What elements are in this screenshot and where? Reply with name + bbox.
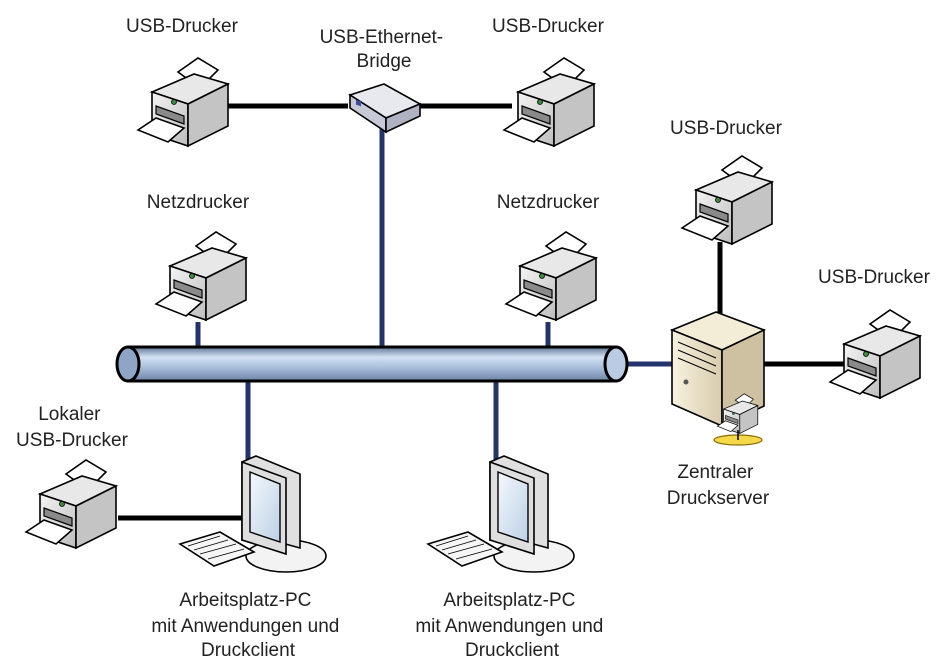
workstation-icon <box>179 455 327 573</box>
network-backbone <box>115 345 629 383</box>
printer-icon <box>503 57 595 147</box>
server-icon <box>669 311 767 446</box>
label-print-server: Zentraler Druckserver <box>667 462 770 509</box>
printer-icon <box>829 309 921 399</box>
label-workstation-right: Arbeitsplatz-PC mit Anwendungen und Druc… <box>415 590 608 658</box>
label-network-printer-left: Netzdrucker <box>147 192 250 213</box>
printer-icon <box>155 231 247 321</box>
label-local-usb-printer: Lokaler USB-Drucker <box>16 404 129 451</box>
printer-icon <box>505 231 597 321</box>
printer-icon <box>681 155 773 245</box>
label-bridge: USB-Ethernet- Bridge <box>320 27 449 72</box>
label-usb-printer-top-left: USB-Drucker <box>126 16 239 37</box>
printer-icon <box>137 57 229 147</box>
label-usb-printer-server-top: USB-Drucker <box>670 118 783 139</box>
workstation-icon <box>427 455 575 573</box>
printer-icon <box>25 459 117 549</box>
label-usb-printer-server-right: USB-Drucker <box>818 267 931 288</box>
usb-ethernet-bridge-icon <box>348 83 422 134</box>
label-workstation-left: Arbeitsplatz-PC mit Anwendungen und Druc… <box>151 590 344 658</box>
label-network-printer-right: Netzdrucker <box>497 192 600 213</box>
label-usb-printer-top-right: USB-Drucker <box>492 16 605 37</box>
